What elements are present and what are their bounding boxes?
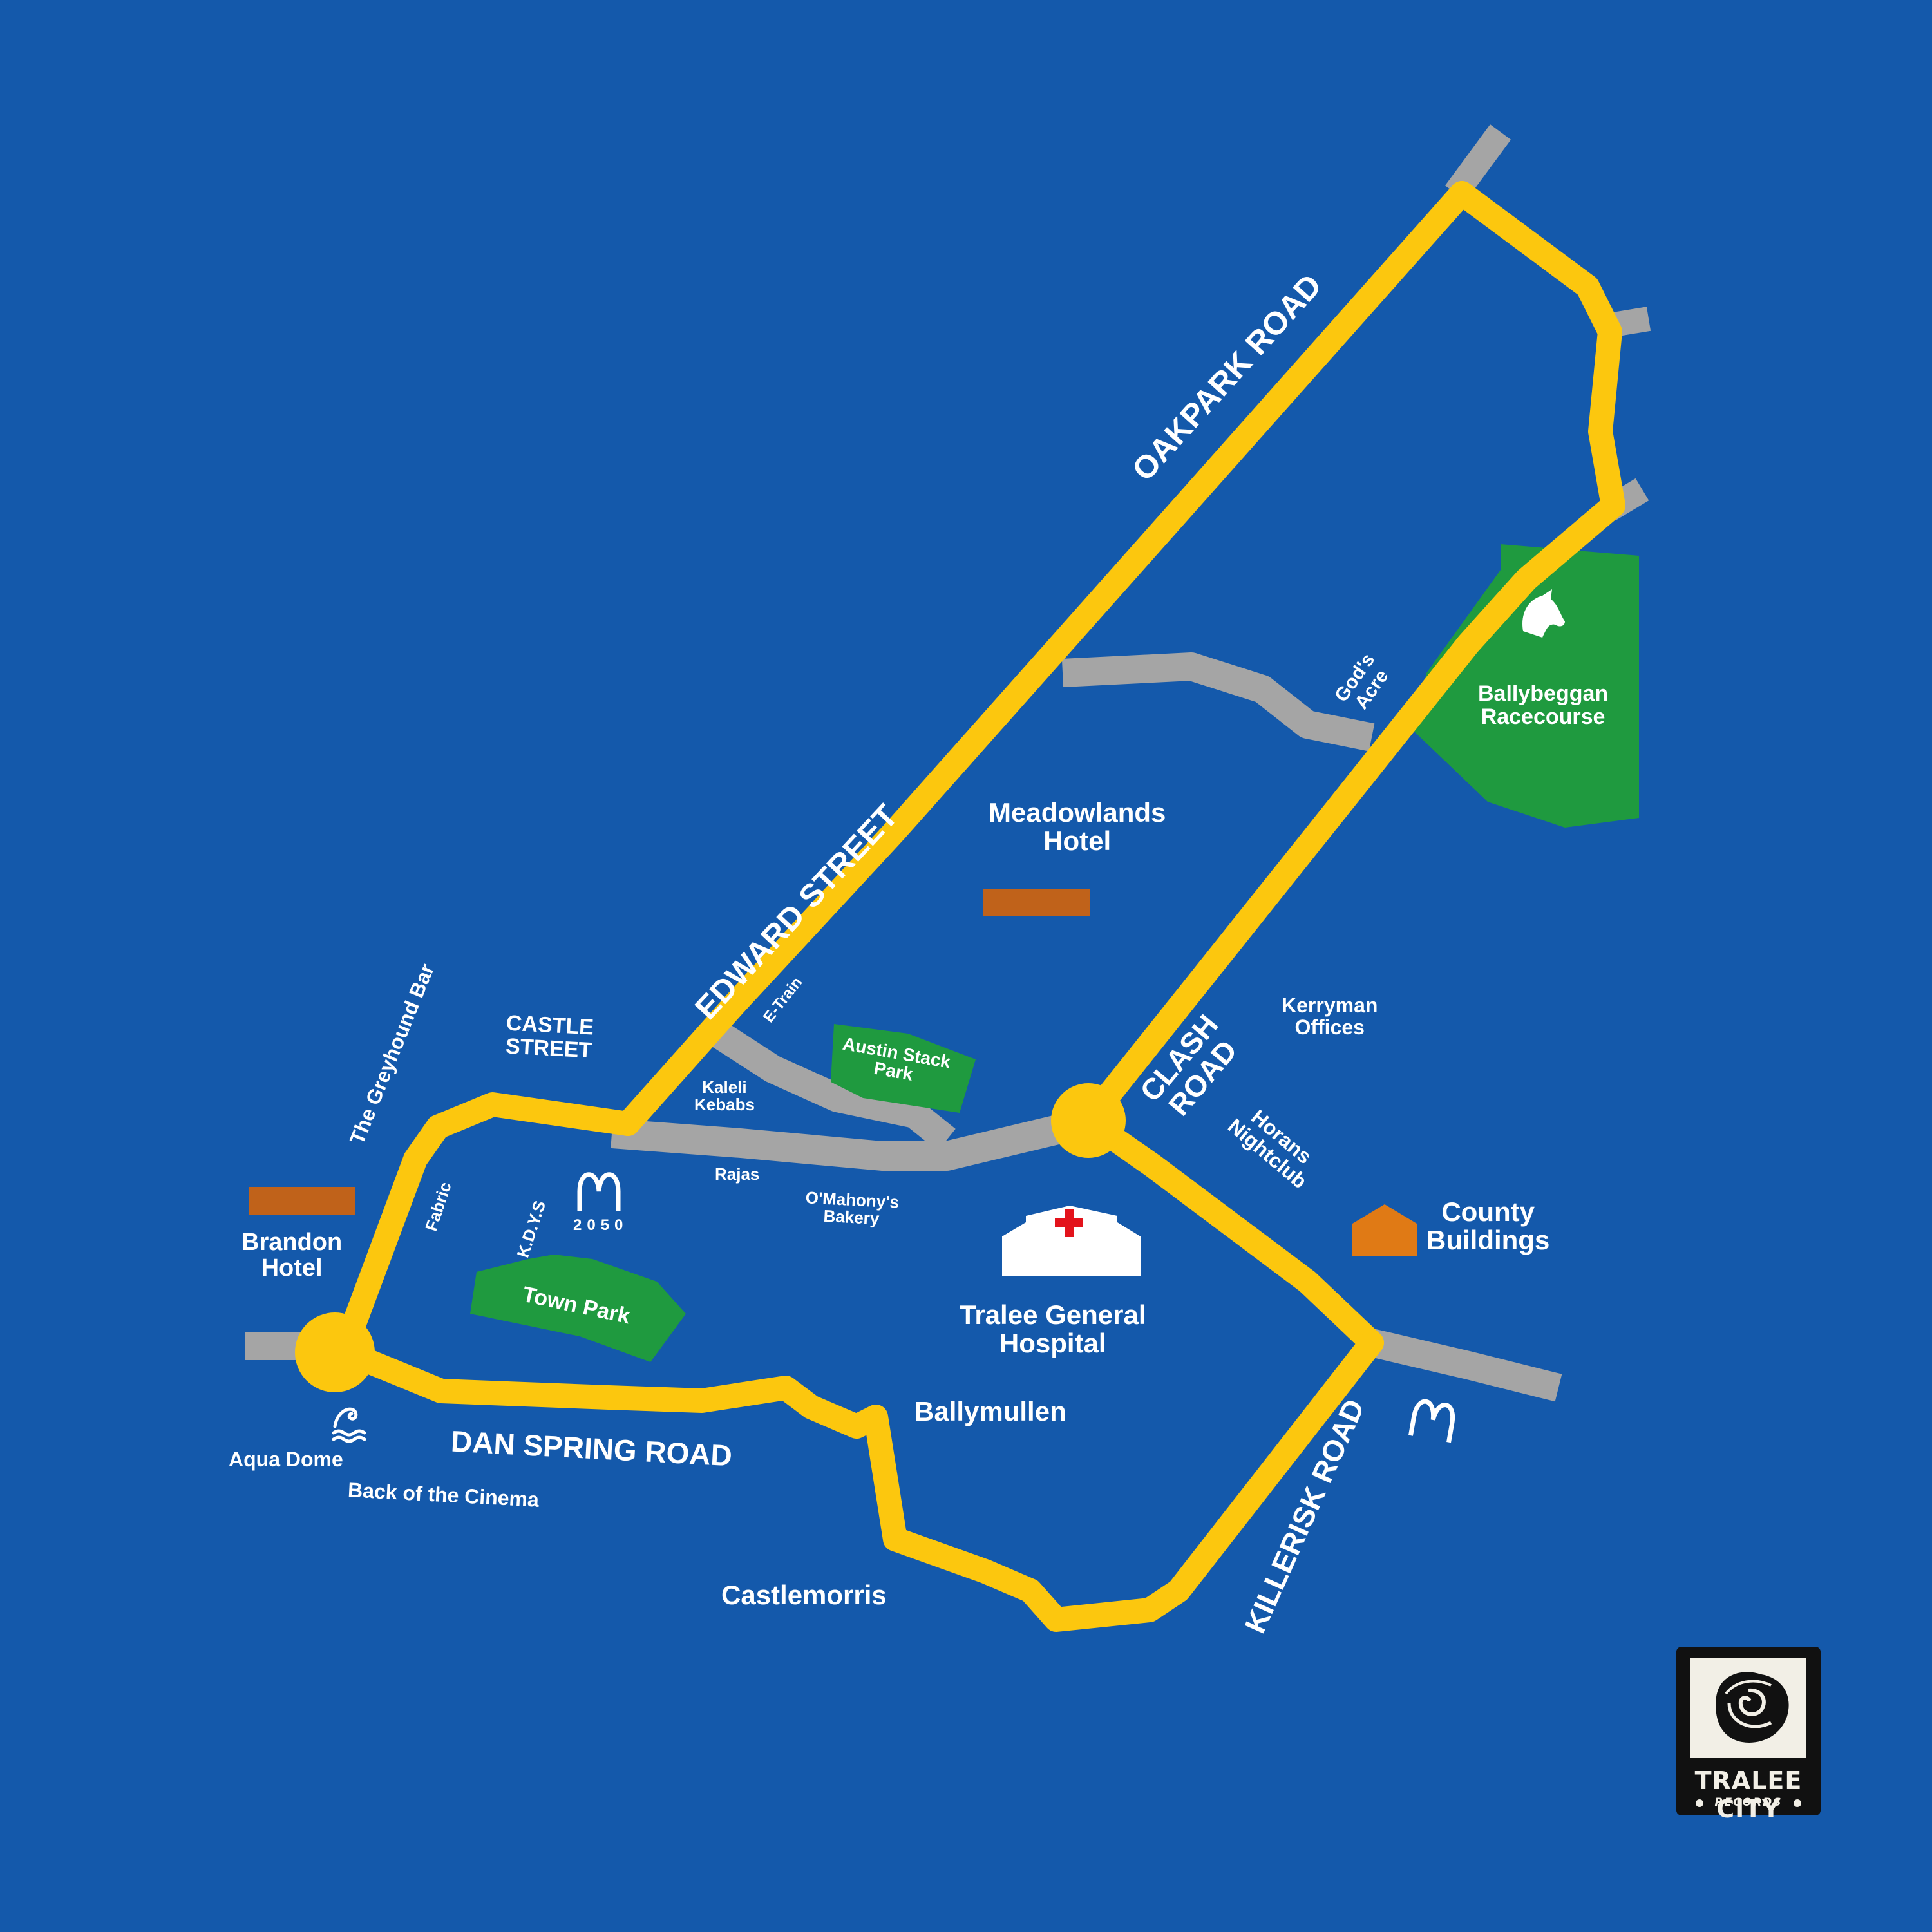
wave-icon <box>332 1407 366 1443</box>
label-meadowlands-hotel: Meadowlands Hotel <box>989 797 1166 857</box>
side-road-gods-acre <box>1061 652 1375 752</box>
logo-dot-left <box>1696 1799 1703 1807</box>
side-road-kaleli <box>611 1109 1086 1171</box>
label-rajas: Rajas <box>715 1164 760 1184</box>
park-austin-stack-shape <box>831 1024 976 1113</box>
horse-head-icon <box>1522 589 1565 638</box>
road-label-castle-street: CASTLE STREET <box>505 1010 594 1063</box>
label-brandon-hotel: Brandon Hotel <box>242 1229 343 1282</box>
label-kerryman-offices: Kerryman Offices <box>1282 994 1378 1039</box>
rose-icon <box>1716 1672 1789 1743</box>
label-kaleli-kebabs: Kaleli Kebabs <box>694 1077 755 1115</box>
label-tralee-general-hospital: Tralee General Hospital <box>960 1300 1146 1359</box>
road-castle-street <box>332 1092 640 1361</box>
logo-subtitle: RECORDS <box>1714 1796 1783 1809</box>
meadowlands-hotel-marker <box>983 889 1090 916</box>
logo-title: TRALEE CITY <box>1694 1766 1803 1823</box>
label-mcd-2050: 2050 <box>573 1217 629 1234</box>
side-road-killerisk-east <box>1368 1329 1562 1402</box>
mcdonalds-arches-icon <box>577 1172 621 1211</box>
label-county-buildings: County Buildings <box>1426 1197 1550 1256</box>
park-town-park-shape <box>470 1255 686 1362</box>
road-killerisk <box>332 1331 1384 1632</box>
house-icon <box>1352 1204 1417 1256</box>
label-ballymullen: Ballymullen <box>914 1396 1066 1426</box>
mcdonalds-arches-icon <box>1408 1399 1455 1443</box>
main-roads <box>332 181 1625 1632</box>
roundabout-clash <box>1051 1083 1126 1158</box>
brandon-hotel-marker <box>249 1187 355 1215</box>
side-road-etrain <box>710 1021 956 1151</box>
roundabout-brandon <box>295 1312 375 1392</box>
logo-dot-right <box>1794 1799 1801 1807</box>
label-ballybeggan-racecourse: Ballybeggan Racecourse <box>1478 681 1609 729</box>
label-omahonys-bakery: O'Mahony's Bakery <box>805 1188 900 1229</box>
park-ballybeggan-shape <box>1414 544 1639 828</box>
road-oakpark-edward <box>616 181 1474 1136</box>
road-clash-south <box>1076 1108 1384 1355</box>
label-castlemorris: Castlemorris <box>721 1580 887 1610</box>
side-roads <box>245 124 1651 1402</box>
tralee-city-records-logo: TRALEE CITY RECORDS <box>1676 1647 1821 1823</box>
label-aqua-dome: Aqua Dome <box>229 1448 343 1471</box>
logo-art-panel <box>1690 1658 1806 1758</box>
road-north-loop <box>1076 181 1625 1133</box>
hospital-icon <box>1002 1206 1141 1276</box>
